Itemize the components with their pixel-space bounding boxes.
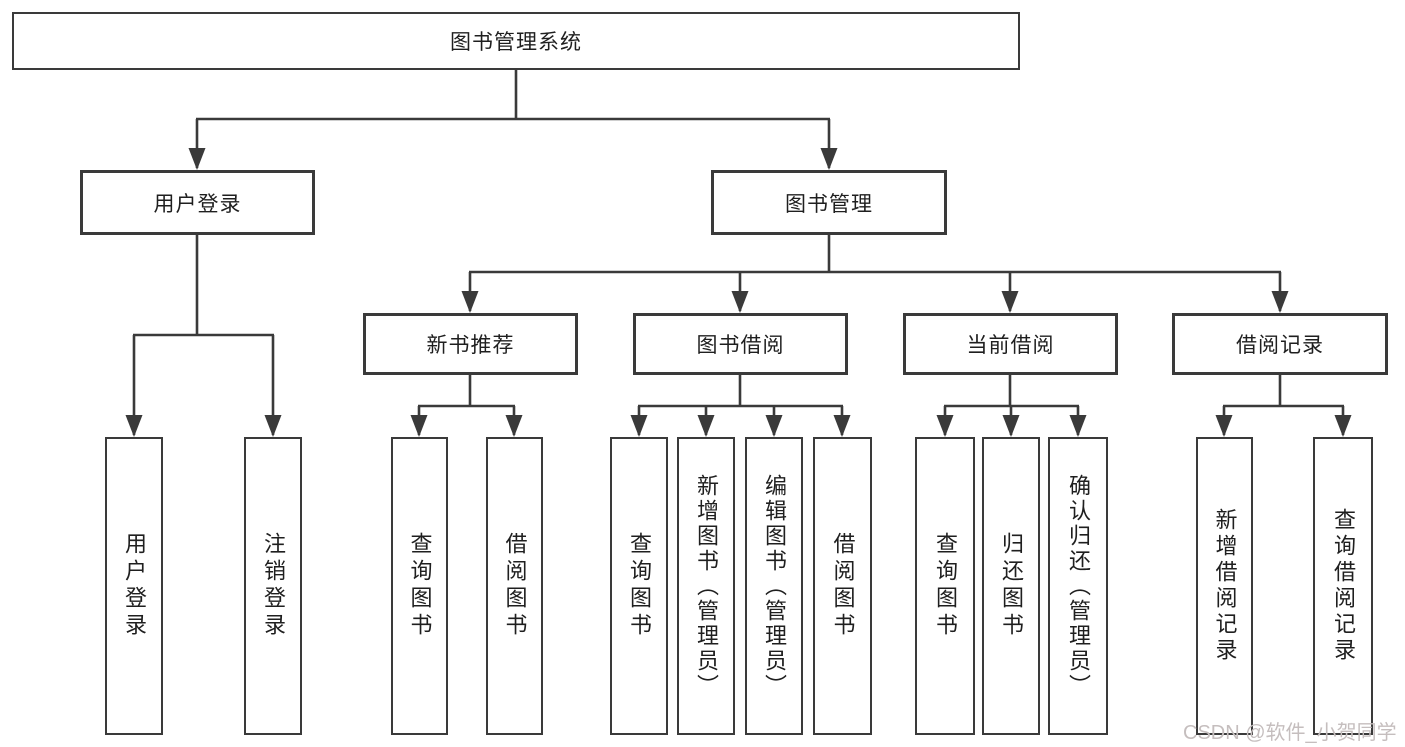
arrowhead <box>833 415 851 437</box>
csdn-watermark: CSDN @软件_小贺同学 <box>1183 722 1397 744</box>
leaf-current-confirm-return-admin: 确认归还（管理员） <box>1048 437 1108 735</box>
leaf-current-query-book: 查询图书 <box>915 437 975 735</box>
node-borrow-records: 借阅记录 <box>1172 313 1388 375</box>
connector-records-children <box>1222 375 1345 435</box>
connector-user-login-children <box>132 235 275 435</box>
arrowhead <box>461 291 479 313</box>
leaf-borrow-query-book: 查询图书 <box>610 437 668 735</box>
connector-book-mgmt-children <box>468 235 1282 311</box>
arrowhead <box>1001 291 1019 313</box>
leaf-logout-login: 注销登录 <box>244 437 302 735</box>
arrowhead <box>1271 291 1289 313</box>
arrowhead <box>765 415 783 437</box>
arrowhead <box>731 291 749 313</box>
leaf-borrow-add-book-admin: 新增图书（管理员） <box>677 437 735 735</box>
node-current-borrow: 当前借阅 <box>903 313 1118 375</box>
leaf-newbook-borrow-book: 借阅图书 <box>486 437 543 735</box>
connector-newbook-children <box>417 375 516 435</box>
arrowhead <box>125 415 143 437</box>
arrowhead <box>936 415 954 437</box>
arrowhead <box>1215 415 1233 437</box>
arrowhead <box>1069 415 1087 437</box>
leaf-borrow-edit-book-admin: 编辑图书（管理员） <box>745 437 803 735</box>
arrowhead <box>264 415 282 437</box>
leaf-user-login: 用户登录 <box>105 437 163 735</box>
leaf-records-add-record: 新增借阅记录 <box>1196 437 1253 735</box>
arrowhead <box>1002 415 1020 437</box>
node-book-management: 图书管理 <box>711 170 947 235</box>
node-book-borrow: 图书借阅 <box>633 313 848 375</box>
node-root: 图书管理系统 <box>12 12 1020 70</box>
connector-root-to-level2 <box>195 70 831 168</box>
arrowhead <box>820 148 838 170</box>
arrowhead <box>697 415 715 437</box>
arrowhead <box>188 148 206 170</box>
arrowhead <box>630 415 648 437</box>
connector-borrow-children <box>637 375 844 435</box>
node-user-login: 用户登录 <box>80 170 315 235</box>
arrowhead <box>1334 415 1352 437</box>
arrowheads <box>125 148 1352 437</box>
arrowhead <box>410 415 428 437</box>
leaf-current-return-book: 归还图书 <box>982 437 1040 735</box>
leaf-borrow-borrow-book: 借阅图书 <box>813 437 872 735</box>
node-new-book-recommend: 新书推荐 <box>363 313 578 375</box>
leaf-records-query-record: 查询借阅记录 <box>1313 437 1373 735</box>
arrowhead <box>505 415 523 437</box>
leaf-newbook-query-book: 查询图书 <box>391 437 448 735</box>
